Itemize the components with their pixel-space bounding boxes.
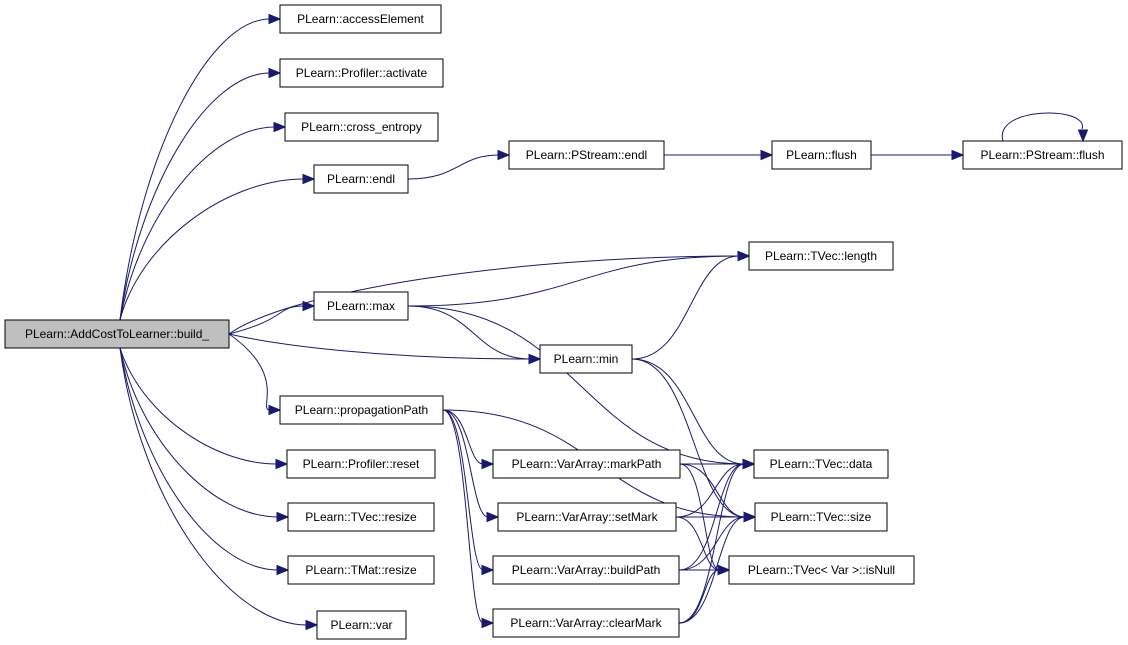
edge-build-to-max <box>228 300 316 335</box>
edge-propagationPath-to-setMark <box>442 409 500 523</box>
node-profilerReset[interactable]: PLearn::Profiler::reset <box>286 449 436 479</box>
node-tmatResize[interactable]: PLearn::TMat::resize <box>287 555 435 585</box>
node-flush[interactable]: PLearn::flush <box>771 140 872 170</box>
node-profilerActivate[interactable]: PLearn::Profiler::activate <box>279 58 444 88</box>
node-propagationPath[interactable]: PLearn::propagationPath <box>279 395 444 425</box>
edge-buildPath-to-tvecData <box>678 458 756 571</box>
edge-max-to-tvecLength <box>407 250 751 307</box>
edge-clearMark-to-isNull <box>678 564 731 624</box>
edge-clearMark-to-tvecData <box>678 458 756 624</box>
edge-propagationPath-to-clearMark <box>442 409 495 629</box>
edge-flush-to-pstreamFlush <box>871 149 965 161</box>
node-tvecSize[interactable]: PLearn::TVec::size <box>754 502 888 532</box>
node-min[interactable]: PLearn::min <box>539 344 633 374</box>
edge-pstreamFlush-to-pstreamFlush <box>1001 112 1089 143</box>
node-tvecResize[interactable]: PLearn::TVec::resize <box>287 502 435 532</box>
edge-build-to-accessElement <box>119 13 282 321</box>
node-isNull-label: PLearn::TVec< Var >::isNull <box>748 563 895 577</box>
node-clearMark[interactable]: PLearn::VarArray::clearMark <box>492 608 680 638</box>
node-profilerActivate-label: PLearn::Profiler::activate <box>296 66 428 80</box>
node-max[interactable]: PLearn::max <box>313 291 409 321</box>
edge-build-to-tmatResize <box>119 347 290 576</box>
node-crossEntropy[interactable]: PLearn::cross_entropy <box>284 112 439 142</box>
node-pstreamEndl[interactable]: PLearn::PStream::endl <box>508 140 665 170</box>
edge-endl-to-pstreamEndl <box>407 149 511 180</box>
edge-setMark-to-isNull <box>675 516 731 576</box>
edge-build-to-endl <box>119 173 316 321</box>
node-tvecResize-label: PLearn::TVec::resize <box>305 510 417 524</box>
node-tvecLength[interactable]: PLearn::TVec::length <box>748 241 894 271</box>
edge-build-to-var <box>119 347 319 631</box>
edge-clearMark-to-tvecSize <box>678 511 757 624</box>
edge-build-to-tvecLength <box>228 250 751 335</box>
node-propagationPath-label: PLearn::propagationPath <box>295 403 428 417</box>
edges-layer <box>119 13 1089 631</box>
node-buildPath[interactable]: PLearn::VarArray::buildPath <box>492 555 680 585</box>
node-pstreamFlush-label: PLearn::PStream::flush <box>980 148 1104 162</box>
node-pstreamFlush[interactable]: PLearn::PStream::flush <box>962 140 1123 170</box>
node-max-label: PLearn::max <box>327 299 395 313</box>
edge-build-to-profilerReset <box>119 347 289 470</box>
node-tvecData[interactable]: PLearn::TVec::data <box>753 449 889 479</box>
node-endl[interactable]: PLearn::endl <box>313 164 409 194</box>
node-setMark-label: PLearn::VarArray::setMark <box>516 510 658 524</box>
node-pstreamEndl-label: PLearn::PStream::endl <box>526 148 647 162</box>
node-setMark[interactable]: PLearn::VarArray::setMark <box>497 502 677 532</box>
node-tvecData-label: PLearn::TVec::data <box>770 457 873 471</box>
node-tvecLength-label: PLearn::TVec::length <box>765 249 877 263</box>
node-min-label: PLearn::min <box>554 352 619 366</box>
node-crossEntropy-label: PLearn::cross_entropy <box>301 120 422 134</box>
edge-markPath-to-isNull <box>679 463 731 576</box>
edge-max-to-min <box>407 305 542 365</box>
edge-min-to-tvecLength <box>631 250 751 360</box>
edge-build-to-crossEntropy <box>119 121 287 321</box>
node-profilerReset-label: PLearn::Profiler::reset <box>303 457 420 471</box>
node-var-label: PLearn::var <box>330 618 392 632</box>
node-var[interactable]: PLearn::var <box>316 610 407 640</box>
node-build[interactable]: PLearn::AddCostToLearner::build_ <box>4 319 230 349</box>
node-buildPath-label: PLearn::VarArray::buildPath <box>512 563 661 577</box>
node-endl-label: PLearn::endl <box>327 172 395 186</box>
node-clearMark-label: PLearn::VarArray::clearMark <box>510 616 662 630</box>
edge-propagationPath-to-markPath <box>442 409 495 470</box>
node-tmatResize-label: PLearn::TMat::resize <box>305 563 417 577</box>
node-flush-label: PLearn::flush <box>786 148 857 162</box>
edge-build-to-propagationPath <box>228 333 282 416</box>
edge-build-to-profilerActivate <box>119 67 282 321</box>
edge-build-to-tvecResize <box>119 347 290 523</box>
edge-pstreamEndl-to-flush <box>664 149 774 161</box>
edge-propagationPath-to-buildPath <box>442 409 495 576</box>
node-tvecSize-label: PLearn::TVec::size <box>771 510 872 524</box>
node-markPath-label: PLearn::VarArray::markPath <box>512 457 662 471</box>
node-accessElement[interactable]: PLearn::accessElement <box>279 4 442 34</box>
node-isNull[interactable]: PLearn::TVec< Var >::isNull <box>728 555 915 585</box>
node-accessElement-label: PLearn::accessElement <box>297 12 424 26</box>
node-markPath[interactable]: PLearn::VarArray::markPath <box>492 449 681 479</box>
node-build-label: PLearn::AddCostToLearner::build_ <box>25 327 209 341</box>
